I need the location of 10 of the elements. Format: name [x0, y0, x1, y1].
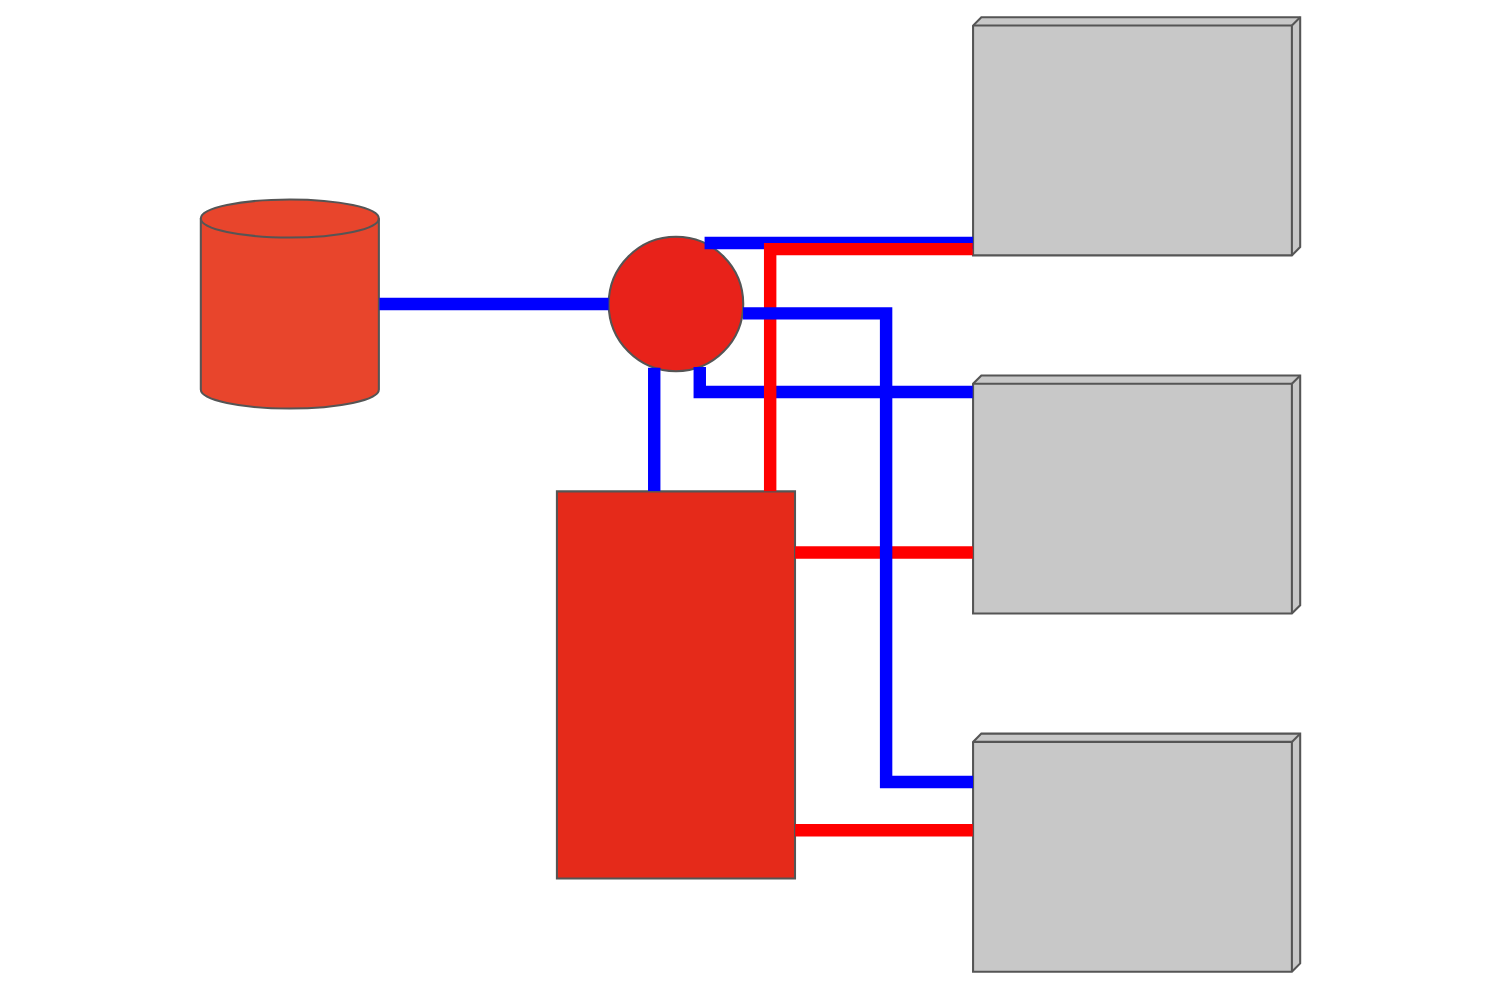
connector [742, 306, 973, 788]
connector [704, 236, 973, 249]
node-box [555, 489, 796, 880]
connector [647, 367, 660, 491]
connector [794, 823, 973, 836]
connector [794, 545, 973, 559]
connector [378, 297, 609, 310]
connector [693, 366, 973, 398]
node-picture [607, 235, 744, 372]
connector [763, 242, 973, 491]
